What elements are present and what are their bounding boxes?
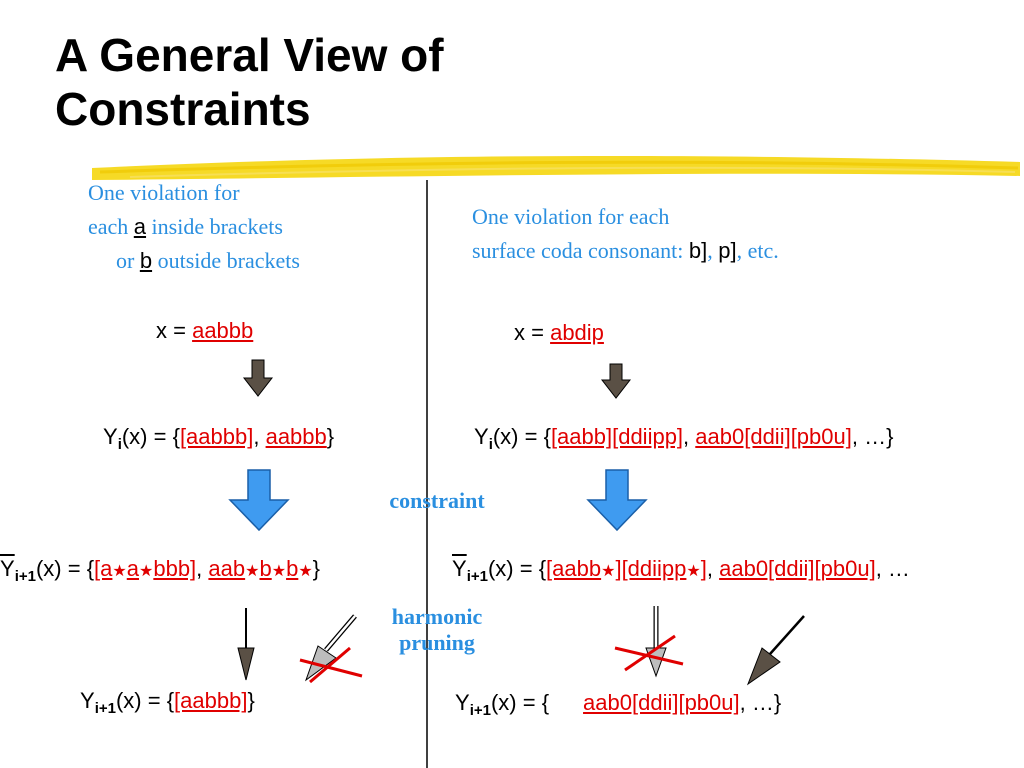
gen-arrow-left: [242, 359, 274, 397]
coda-b: b]: [688, 238, 708, 263]
right-desc-line-2: surface coda consonant: b], p], etc.: [472, 238, 779, 263]
keep-arrow-right: [746, 615, 805, 686]
pruned-arrow-right: [614, 606, 684, 678]
coda-p: p]: [718, 238, 737, 263]
star-mark: ★: [686, 563, 701, 580]
left-result-candidate: [aabbb]: [174, 688, 248, 713]
left-constraint-description: One violation for each a inside brackets…: [88, 176, 300, 278]
keep-arrow-left: [237, 608, 255, 681]
right-input-value: abdip: [550, 320, 604, 345]
right-desc-line-1: One violation for each: [472, 204, 670, 229]
harmonic-pruning-label: harmonic pruning: [391, 604, 483, 655]
symbol-b: b: [139, 248, 153, 273]
left-input: x = aabbb: [156, 318, 254, 343]
constraint-arrow-right: [586, 469, 648, 532]
right-marked-set: Yi+1(x) = {[aabb★][ddiipp★], aab0[ddii][…: [452, 556, 910, 585]
star-mark: ★: [245, 563, 260, 580]
left-result-set: Yi+1(x) = {[aabbb]}: [80, 688, 255, 717]
right-input: x = abdip: [514, 320, 604, 345]
title-line-2: Constraints: [55, 83, 311, 135]
star-mark: ★: [601, 563, 616, 580]
left-candidate-1: [aabbb]: [179, 424, 254, 449]
pruned-arrow-left: [299, 614, 363, 684]
symbol-a: a: [133, 214, 147, 239]
left-input-value: aabbb: [192, 318, 254, 343]
star-mark: ★: [271, 563, 287, 580]
constraint-arrow-left: [228, 469, 290, 532]
star-mark: ★: [139, 563, 154, 580]
left-candidate-set: Yi(x) = {[aabbb], aabbb}: [103, 424, 335, 453]
right-result-set: Yi+1(x) = {aab0[ddii][pb0u], …}: [455, 690, 782, 719]
slide-title: A General View of Constraints: [55, 28, 444, 136]
title-line-1: A General View of: [55, 29, 444, 81]
gen-arrow-right: [600, 363, 632, 399]
right-constraint-description: One violation for each surface coda cons…: [472, 200, 779, 268]
right-candidate-2: aab0[ddii][pb0u]: [695, 424, 852, 449]
right-candidate-set: Yi(x) = {[aabb][ddiipp], aab0[ddii][pb0u…: [474, 424, 894, 453]
left-desc-line-2: each a inside brackets: [88, 214, 283, 239]
star-mark: ★: [298, 563, 313, 580]
right-result-candidate: aab0[ddii][pb0u]: [583, 690, 740, 715]
left-marked-set: Yi+1(x) = {[a★a★bbb], aab★b★b★}: [0, 556, 321, 585]
title-underline-highlight: [92, 155, 1020, 180]
left-desc-line-1: One violation for: [88, 180, 240, 205]
star-mark: ★: [112, 563, 127, 580]
left-desc-line-3: or b outside brackets: [116, 248, 300, 273]
right-candidate-1: [aabb][ddiipp]: [550, 424, 684, 449]
constraint-label: constraint: [389, 488, 485, 513]
left-candidate-2: aabbb: [265, 424, 327, 449]
